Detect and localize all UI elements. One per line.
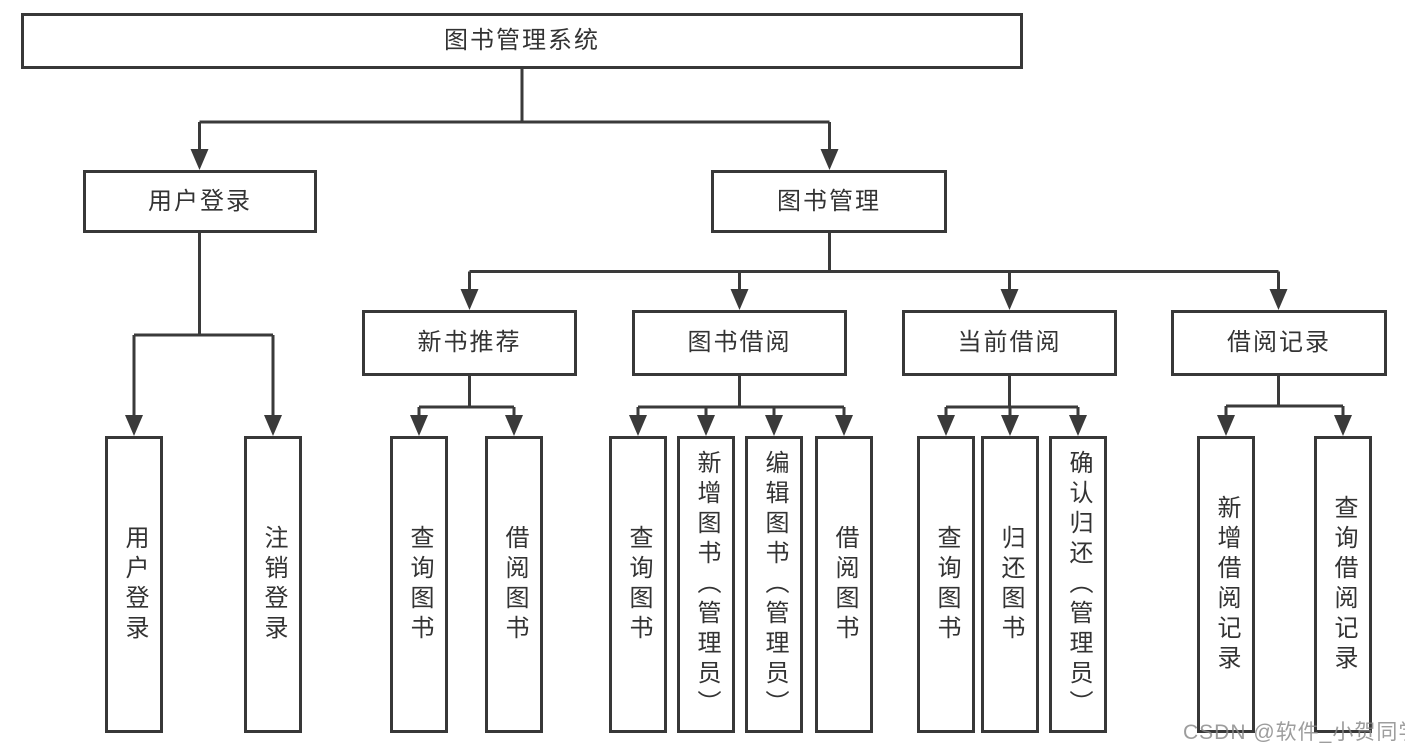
node-book-management-branch: 图书管理 (711, 170, 947, 233)
node-book-borrowing: 图书借阅 (632, 310, 847, 376)
csdn-watermark: CSDN @软件_小贺同学 (1183, 721, 1405, 744)
node-library-management-system: 图书管理系统 (21, 13, 1023, 69)
leaf-cb-confirm-return-admin: 确认归还（管理员） (1049, 436, 1107, 733)
leaf-bb-add-books-admin: 新增图书（管理员） (677, 436, 735, 733)
leaf-cb-query-books: 查询图书 (917, 436, 975, 733)
leaf-bb-query-books: 查询图书 (609, 436, 667, 733)
node-new-book-recommendation: 新书推荐 (362, 310, 577, 376)
leaf-user-login: 用户登录 (105, 436, 163, 733)
leaf-rec-borrow-books: 借阅图书 (485, 436, 543, 733)
leaf-bb-edit-books-admin: 编辑图书（管理员） (745, 436, 803, 733)
node-current-borrowing: 当前借阅 (902, 310, 1117, 376)
leaf-br-query-borrow-record: 查询借阅记录 (1314, 436, 1372, 733)
leaf-cb-return-books: 归还图书 (981, 436, 1039, 733)
node-user-login-branch: 用户登录 (83, 170, 317, 233)
leaf-rec-query-books: 查询图书 (390, 436, 448, 733)
leaf-br-add-borrow-record: 新增借阅记录 (1197, 436, 1255, 733)
leaf-bb-borrow-books: 借阅图书 (815, 436, 873, 733)
arrowhead-icons (125, 149, 1352, 436)
node-borrowing-records: 借阅记录 (1171, 310, 1387, 376)
connector-line-paths (132, 69, 1345, 418)
leaf-logout: 注销登录 (244, 436, 302, 733)
